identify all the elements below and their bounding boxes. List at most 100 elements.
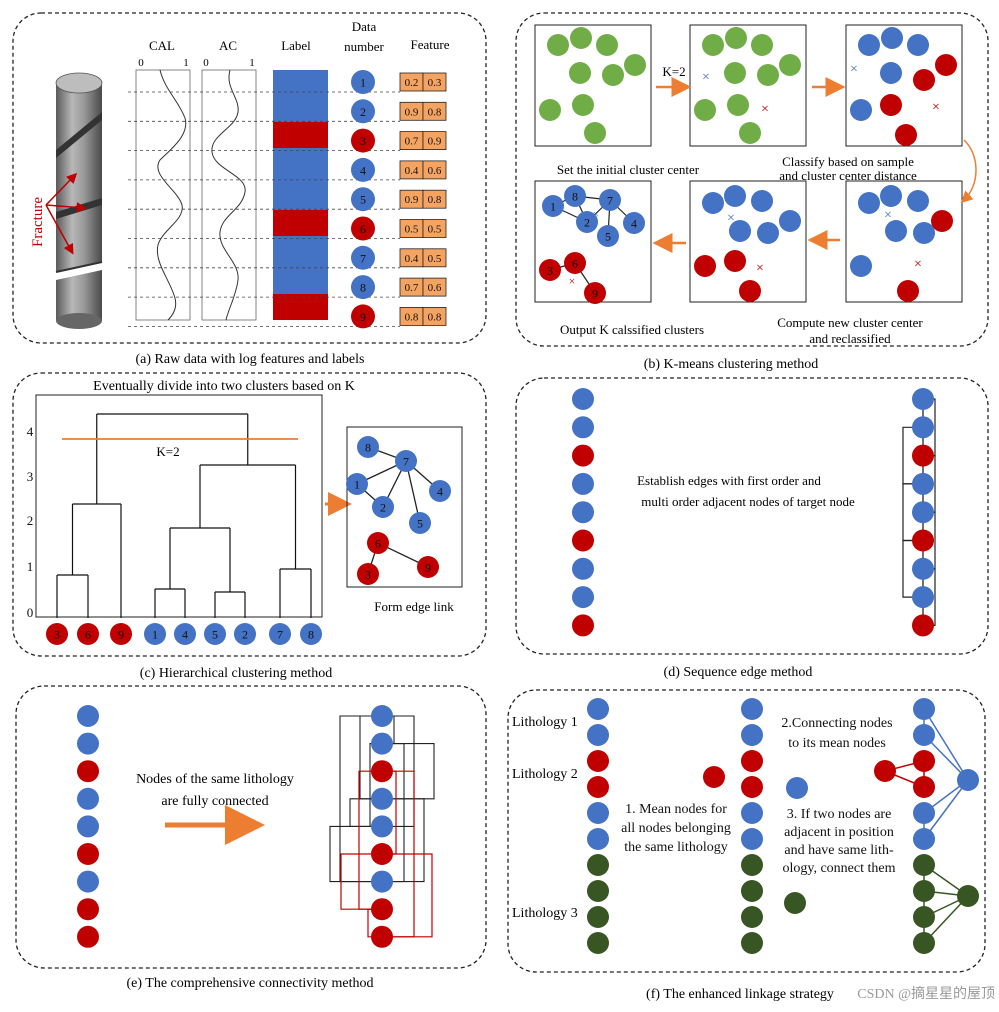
center-marker: × [756, 261, 764, 276]
node-label: 8 [308, 628, 314, 642]
panel-e-caption: (e) The comprehensive connectivity metho… [127, 976, 374, 991]
step-2-line: to its mean nodes [788, 736, 886, 751]
node-label: 6 [85, 628, 91, 642]
sample-point [881, 27, 903, 49]
node-circle [204, 623, 226, 645]
node-circle [144, 623, 166, 645]
node-circle [724, 62, 746, 84]
ac-track [201, 69, 257, 321]
sample-point [880, 185, 902, 207]
lith-mean-node-red [703, 766, 725, 788]
dendrogram [56, 413, 312, 618]
node-circle [779, 54, 801, 76]
sample-point [739, 280, 761, 302]
node-circle [351, 304, 375, 329]
conn-edge-blue [369, 743, 382, 827]
conn-edge-blue [382, 798, 425, 883]
lith-node [913, 854, 935, 876]
node-circle [597, 225, 619, 247]
lith-node [741, 906, 763, 928]
panel-c: Eventually divide into two clusters base… [27, 379, 463, 645]
cluster-node-1: 1 [542, 195, 564, 217]
node-circle [725, 27, 747, 49]
y-tick-2: 2 [27, 513, 34, 528]
feature-value-1: 0.9 [405, 194, 419, 206]
sample-point [725, 27, 747, 49]
node-circle [751, 190, 773, 212]
seq-node [572, 529, 594, 552]
ac-curve [211, 69, 246, 321]
node-circle [351, 187, 375, 212]
node-circle [897, 280, 919, 302]
node-circle [724, 185, 746, 207]
conn-edge-red [340, 853, 382, 910]
mean-hub-red [874, 760, 896, 782]
node-label: 4 [360, 163, 366, 177]
feature-cell [422, 101, 447, 121]
conn-node [371, 843, 393, 865]
node-circle [587, 880, 609, 902]
node-circle [779, 210, 801, 232]
lith-node [913, 906, 935, 928]
fracture-label: Fracture [30, 197, 46, 247]
node-circle [739, 122, 761, 144]
panel-d-frame [515, 377, 989, 655]
lithology-3-label: Lithology 3 [512, 906, 578, 921]
step-2-line: 2.Connecting nodes [781, 716, 892, 731]
node-circle [913, 750, 935, 772]
graph-node-2: 2 [372, 496, 394, 518]
cluster-node-9: 9 [584, 282, 606, 304]
center-marker: × [702, 70, 710, 85]
node-label: 3 [547, 264, 553, 278]
data-number-4: 4 [351, 157, 375, 182]
node-circle [584, 282, 606, 304]
leaf-node-2: 2 [234, 623, 256, 645]
node-circle [77, 787, 99, 810]
feature-value-1: 0.7 [405, 136, 419, 148]
node-circle [351, 216, 375, 241]
node-circle [623, 212, 645, 234]
node-circle [587, 750, 609, 772]
feature-value-2: 0.3 [428, 77, 442, 89]
feature-value-1: 0.5 [405, 224, 419, 236]
y-tick-3: 3 [27, 469, 34, 484]
panel-b-frame [515, 12, 989, 347]
conn-node [371, 705, 393, 727]
lith-node [741, 932, 763, 954]
sample-point [569, 62, 591, 84]
sample-point [570, 27, 592, 49]
node-circle [786, 777, 808, 799]
lith-node [913, 828, 935, 850]
kmeans-recompute-points: ×× [850, 185, 953, 302]
node-label: 6 [360, 222, 366, 236]
node-label: 7 [277, 628, 283, 642]
node-circle [741, 802, 763, 824]
node-circle [371, 732, 393, 755]
node-circle [729, 220, 751, 242]
node-circle [77, 843, 99, 865]
node-circle [371, 843, 393, 865]
kmeans-k-label: K=2 [662, 64, 685, 79]
y-tick-0: 0 [27, 605, 34, 620]
feature-row-6: 0.5 0.5 [399, 219, 447, 238]
node-circle [77, 732, 99, 755]
center-marker: × [884, 208, 892, 223]
seq-node [912, 614, 934, 637]
seq-node [912, 557, 934, 580]
feature-value-2: 0.5 [428, 224, 442, 236]
seq-node [572, 388, 594, 410]
node-circle [703, 766, 725, 788]
seq-text-2: multi order adjacent nodes of target nod… [641, 494, 855, 509]
panel-a-frame [12, 12, 487, 344]
seq-node [572, 614, 594, 637]
node-circle [913, 724, 935, 746]
node-circle [584, 122, 606, 144]
sample-point [931, 210, 953, 232]
node-circle [77, 870, 99, 893]
dendrogram-frame [35, 394, 323, 618]
feature-cell [422, 306, 447, 326]
lith-node [587, 802, 609, 824]
center-marker: × [593, 207, 600, 221]
node-circle [912, 529, 934, 552]
